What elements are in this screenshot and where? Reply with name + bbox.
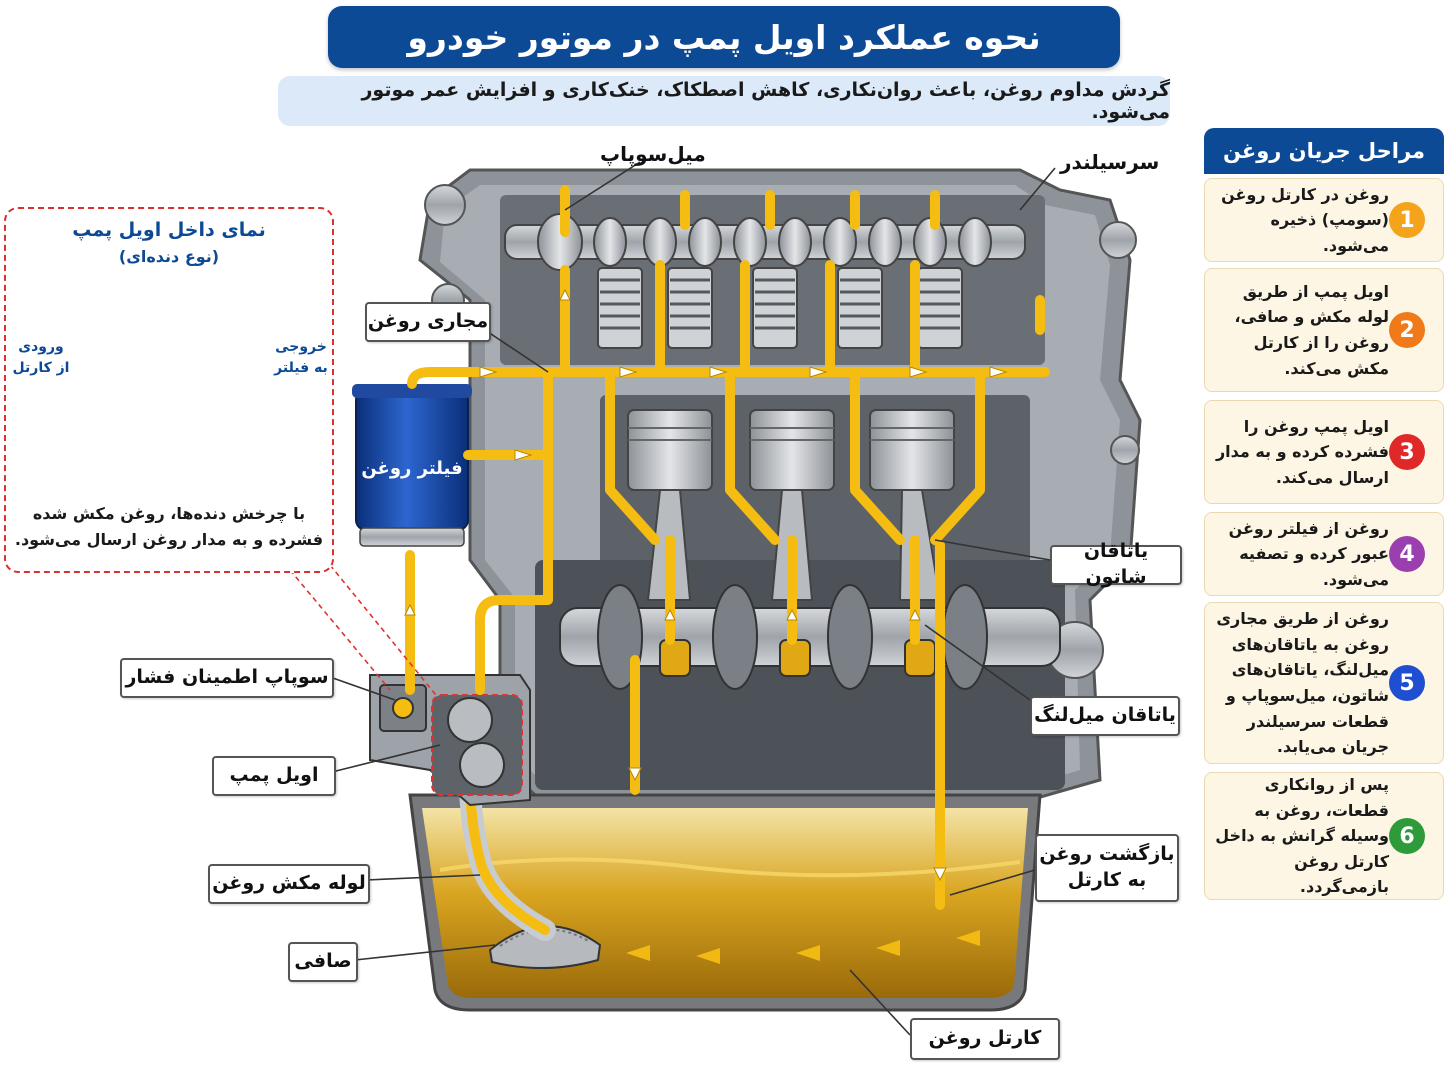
step-2-number: 2 [1389,312,1425,348]
step-3-text: اویل پمپ روغن را فشرده کرده و به مدار ار… [1215,416,1389,487]
step-1-text: روغن در کارتل روغن (سومپ) ذخیره می‌شود. [1221,184,1389,255]
pump-inset-panel: نمای داخل اویل پمپ (نوع دنده‌ای) ورودی ا… [4,207,334,573]
page-title: نحوه عملکرد اویل پمپ در موتور خودرو [328,6,1120,68]
valve-springs [597,267,963,349]
inset-inlet-label: ورودی از کارتل [10,337,72,379]
inset-title-line2: (نوع دنده‌ای) [118,246,220,266]
inset-caption-line2: فشرده و به مدار روغن ارسال می‌شود. [14,529,324,549]
label-oil-return: بازگشت روغن به کارتل [1035,834,1179,902]
page-subtitle: گردش مداوم روغن، باعث روان‌نکاری، کاهش ا… [278,76,1170,126]
leader-lines [289,161,1056,1036]
step-3-number: 3 [1389,434,1425,470]
inset-caption-line1: با چرخش دنده‌ها، روغن مکش شده [32,504,306,523]
inset-title: نمای داخل اویل پمپ (نوع دنده‌ای) [6,217,332,268]
step-1: 1 روغن در کارتل روغن (سومپ) ذخیره می‌شود… [1204,178,1444,262]
inset-outlet-line2: به فیلتر [274,360,328,376]
inset-outlet-line1: خروجی [275,339,327,355]
flow-arrows [404,288,1008,882]
label-camshaft: میل‌سوپاپ [600,142,706,166]
step-4: 4 روغن از فیلتر روغن عبور کرده و تصفیه م… [1204,512,1444,596]
step-4-number: 4 [1389,536,1425,572]
step-6-text: پس از روانکاری قطعات، روغن به وسیله گران… [1215,775,1389,897]
oil-circuit [405,185,1050,910]
label-oil-return-line2: به کارتل [1067,869,1147,891]
inset-inlet-line2: از کارتل [12,360,70,376]
label-oil-filter: فیلتر روغن [361,458,463,479]
label-oil-sump: کارتل روغن [910,1018,1060,1060]
step-5-text: روغن از طریق مجاری روغن به یاتاقان‌های م… [1216,609,1389,757]
label-main-bearing: یاتاقان میل‌لنگ [1030,696,1180,736]
step-4-text: روغن از فیلتر روغن عبور کرده و تصفیه می‌… [1228,518,1389,589]
oil-filter [352,384,472,547]
inset-inlet-line1: ورودی [18,339,64,355]
inset-caption: با چرخش دنده‌ها، روغن مکش شده فشرده و به… [14,501,324,552]
step-1-number: 1 [1389,202,1425,238]
inset-title-line1: نمای داخل اویل پمپ [72,219,266,241]
step-2: 2 اویل پمپ از طریق لوله مکش و صافی، روغن… [1204,268,1444,392]
step-5: 5 روغن از طریق مجاری روغن به یاتاقان‌های… [1204,602,1444,764]
camshaft [504,213,1026,271]
label-pickup-tube: لوله مکش روغن [208,864,370,904]
label-rod-bearing: یاتاقان شاتون [1050,540,1182,588]
inset-outlet-label: خروجی به فیلتر [270,337,332,379]
label-pressure-valve: سوپاپ اطمینان فشار [120,658,334,698]
step-2-text: اویل پمپ از طریق لوله مکش و صافی، روغن ر… [1234,281,1389,378]
label-cylinder-head: سرسیلندر [1060,150,1160,174]
step-5-number: 5 [1389,665,1425,701]
step-6: 6 پس از روانکاری قطعات، روغن به وسیله گر… [1204,772,1444,900]
step-6-number: 6 [1389,818,1425,854]
step-3: 3 اویل پمپ روغن را فشرده کرده و به مدار … [1204,400,1444,504]
steps-panel-title: مراحل جریان روغن [1204,128,1444,174]
label-strainer: صافی [288,942,358,982]
label-oil-return-line1: بازگشت روغن [1039,843,1175,866]
label-oil-pump: اویل پمپ [212,756,336,796]
label-oil-gallery: مجاری روغن [365,302,491,342]
oil-pump-body [369,674,531,807]
